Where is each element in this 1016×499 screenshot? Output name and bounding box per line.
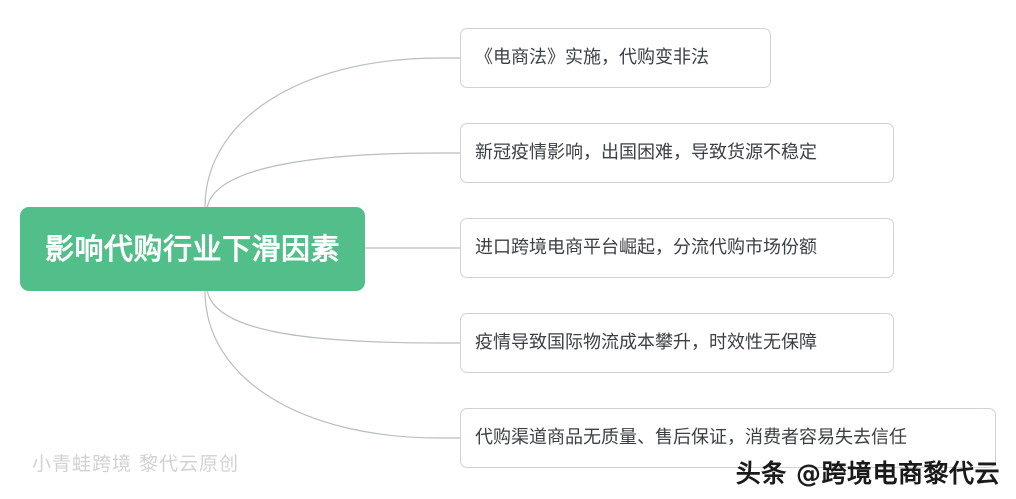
central-node-label: 影响代购行业下滑因素 [44, 231, 340, 266]
branch-node-2[interactable]: 新冠疫情影响，出国困难，导致货源不稳定 [460, 123, 894, 183]
branch-node-label: 代购渠道商品无质量、售后保证，消费者容易失去信任 [475, 427, 907, 449]
connector-line-2 [206, 152, 460, 210]
branch-node-4[interactable]: 疫情导致国际物流成本攀升，时效性无保障 [460, 313, 894, 373]
branch-node-label: 《电商法》实施，代购变非法 [475, 47, 709, 69]
branch-node-3[interactable]: 进口跨境电商平台崛起，分流代购市场份额 [460, 218, 894, 278]
branch-node-1[interactable]: 《电商法》实施，代购变非法 [460, 28, 771, 88]
connector-line-1 [204, 57, 460, 208]
branch-node-5[interactable]: 代购渠道商品无质量、售后保证，消费者容易失去信任 [460, 408, 996, 468]
branch-node-label: 新冠疫情影响，出国困难，导致货源不稳定 [475, 142, 817, 164]
central-node[interactable]: 影响代购行业下滑因素 [20, 207, 365, 291]
branch-node-label: 进口跨境电商平台崛起，分流代购市场份额 [475, 237, 817, 259]
branch-node-label: 疫情导致国际物流成本攀升，时效性无保障 [475, 332, 817, 354]
connector-line-4 [206, 288, 460, 344]
watermark-right: 头条 @跨境电商黎代云 [735, 459, 1000, 488]
watermark-left: 小青蛙跨境 黎代云原创 [32, 453, 240, 475]
connector-line-5 [204, 290, 460, 439]
